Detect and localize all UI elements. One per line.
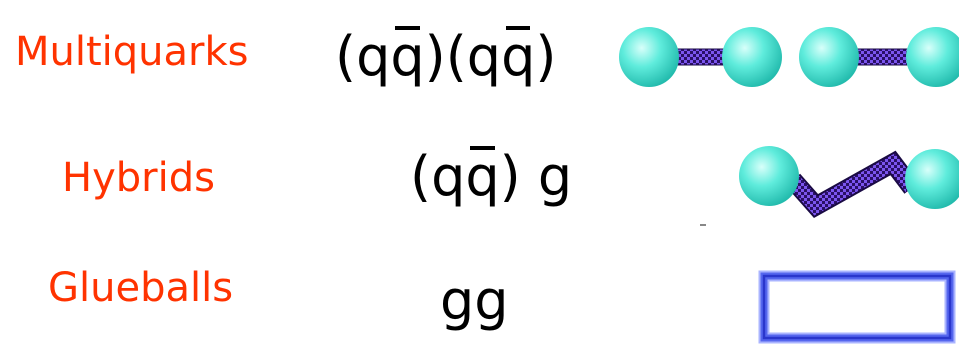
loop-mid (760, 272, 954, 342)
quark-ball (905, 149, 959, 209)
loop-outer (758, 270, 956, 344)
quark-ball (906, 27, 959, 87)
kinked-string-fill (787, 153, 918, 216)
quark-ball (619, 27, 679, 87)
row-label-hybrids: Hybrids (62, 155, 215, 201)
stray-mark (700, 224, 706, 226)
formula-part: (q (410, 145, 466, 208)
quark-ball (739, 146, 799, 206)
formula-part: )(q (424, 25, 502, 88)
formula-part: (q (335, 25, 391, 88)
formula-hybrids: (qq) g (410, 145, 572, 208)
row-label-glueballs: Glueballs (48, 265, 234, 311)
multiquark-icon (619, 27, 959, 87)
formula-part: ) g (499, 145, 573, 208)
quark-ball (799, 27, 859, 87)
antiquark-symbol: q (465, 145, 500, 208)
hybrid-icon (700, 146, 959, 226)
antiquark-symbol: q (501, 25, 536, 88)
glueball-icon (758, 270, 956, 344)
formula-multiquarks: (qq)(qq) (335, 25, 556, 88)
row-label-multiquarks: Multiquarks (15, 29, 249, 75)
quark-ball (722, 27, 782, 87)
antiquark-symbol: q (390, 25, 425, 88)
loop-inner (762, 274, 952, 340)
formula-part: gg (440, 269, 509, 332)
formula-glueballs: gg (440, 274, 509, 328)
formula-part: ) (535, 25, 557, 88)
